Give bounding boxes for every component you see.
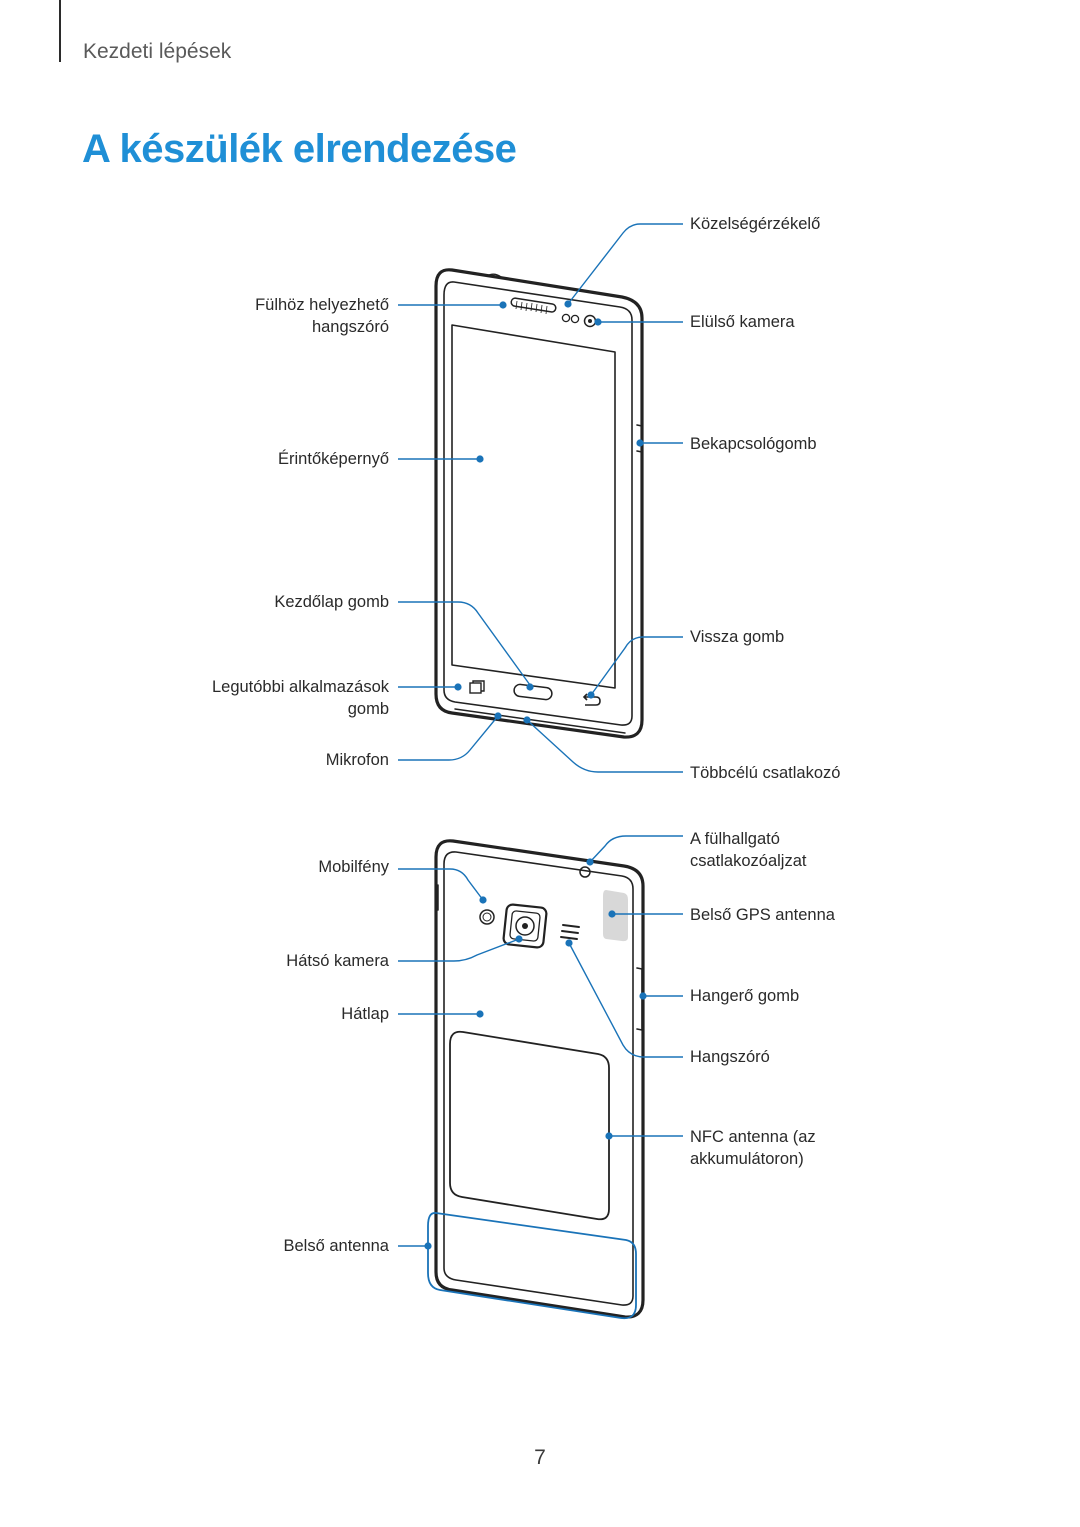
dot-flash [479,896,487,904]
gps-antenna-area [603,890,628,942]
rear-device-inner [443,851,634,1306]
nfc-antenna-outline [449,1030,610,1221]
label-microphone: Mikrofon [325,751,389,769]
label-front-camera: Elülső kamera [690,313,795,331]
front-device-inner [443,281,633,726]
label-headset-jack: A fülhallgató csatlakozóaljzat [690,828,806,872]
front-device [434,268,644,739]
dot-home [526,683,534,691]
dot-power [636,439,644,447]
label-touchscreen: Érintőképernyő [278,450,389,468]
rear-camera-module [502,903,548,949]
label-recent-apps-line1: Legutóbbi alkalmazások [211,678,389,696]
flash-icon [479,909,495,925]
dot-recent [454,683,462,691]
dot-rear-camera [515,935,523,943]
label-recent-apps-line2: gomb [347,700,389,718]
front-device-outer [434,268,644,739]
dot-earpiece [499,301,507,309]
label-recent-apps: Legutóbbi alkalmazások gomb [212,676,389,720]
label-main-antenna: Belső antenna [283,1237,389,1255]
label-headset-jack-line1: A fülhallgató [690,830,780,848]
dot-back-cover [476,1010,484,1018]
dot-mic [494,712,502,720]
front-top-notch [486,273,502,278]
home-button [513,683,553,701]
label-power-key: Bekapcsológomb [690,435,817,453]
volume-key [636,967,643,1031]
rear-device-outer [434,839,645,1319]
label-earpiece-line2: hangszóró [311,318,389,336]
dot-headset [586,858,594,866]
rear-details [449,866,628,1221]
dot-speaker [565,939,573,947]
label-speaker: Hangszóró [690,1048,770,1066]
rear-device [434,839,645,1319]
section-title: Kezdeti lépések [83,40,232,63]
headset-jack-icon [579,866,591,878]
front-details [469,297,601,706]
label-home-key: Kezdőlap gomb [274,593,389,611]
front-screen [451,324,616,689]
proximity-sensor-icon-2 [570,314,580,324]
label-rear-camera: Hátsó kamera [286,952,389,970]
callout-lines [398,223,683,1247]
dot-front-camera [594,318,602,326]
dot-multipurpose [523,716,531,724]
label-proximity-sensor: Közelségérzékelő [690,215,821,233]
page-title: A készülék elrendezése [82,127,517,171]
label-nfc-antenna-line1: NFC antenna (az [690,1128,816,1146]
dot-back [587,691,595,699]
label-headset-jack-line2: csatlakozóaljzat [690,852,807,870]
page-number: 7 [534,1446,546,1469]
label-nfc-antenna-line2: akkumulátoron) [690,1150,804,1168]
label-earpiece: Fülhöz helyezhető hangszóró [255,294,389,338]
recent-apps-icon [469,680,485,694]
callout-dots [424,300,647,1250]
label-earpiece-line1: Fülhöz helyezhető [255,296,389,314]
main-antenna-outline [427,1212,637,1320]
earpiece-grille [510,297,557,313]
speaker-grille [560,924,580,940]
dot-touchscreen [476,455,484,463]
label-back-cover: Hátlap [341,1005,389,1023]
label-back-key: Vissza gomb [690,628,785,646]
rear-camera-icon [515,916,535,936]
dot-main-antenna [424,1242,432,1250]
label-volume-key: Hangerő gomb [690,987,800,1005]
earpiece-grille-lines [515,300,548,315]
dot-gps [608,910,616,918]
label-flash: Mobilfény [318,858,389,876]
front-bottom-edge [454,708,626,734]
label-multipurpose-jack: Többcélú csatlakozó [690,764,841,782]
label-nfc-antenna: NFC antenna (az akkumulátoron) [690,1126,816,1170]
label-gps-antenna: Belső GPS antenna [690,906,835,924]
back-key-icon [582,693,601,706]
header-rule [59,0,61,62]
dot-volume [639,992,647,1000]
dot-proximity [564,300,572,308]
dot-nfc [605,1132,613,1140]
proximity-sensor-icon [561,313,571,323]
front-side-key [636,424,643,453]
